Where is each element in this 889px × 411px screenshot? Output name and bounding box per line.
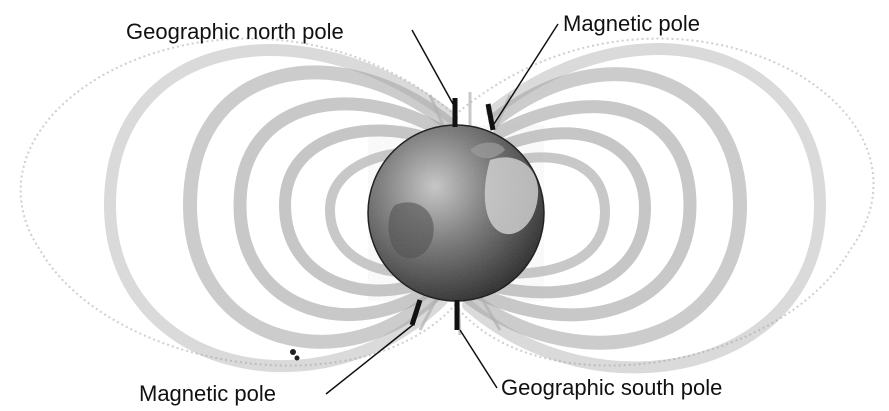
earth-globe <box>368 125 544 301</box>
label-magnetic-pole-bottom: Magnetic pole <box>139 383 276 405</box>
speck <box>290 349 300 361</box>
pointer-geo-south <box>460 330 497 388</box>
label-geographic-north-pole: Geographic north pole <box>126 21 344 43</box>
label-magnetic-pole-top: Magnetic pole <box>563 13 700 35</box>
label-geographic-south-pole: Geographic south pole <box>501 377 722 399</box>
